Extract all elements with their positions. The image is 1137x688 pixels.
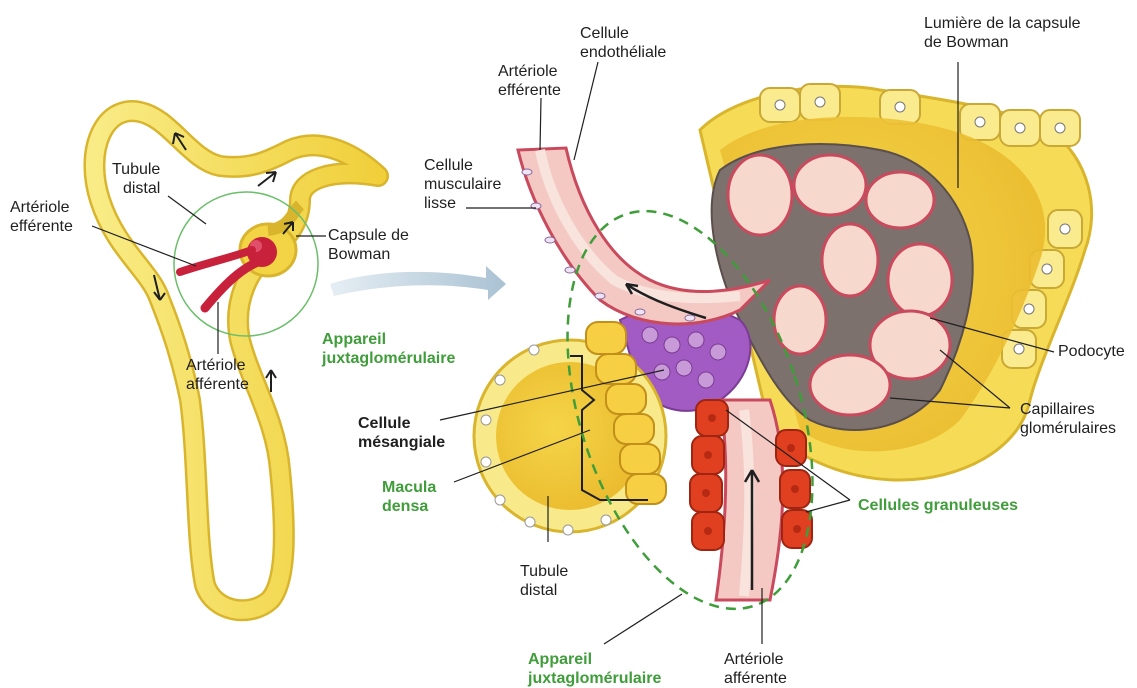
leader-line xyxy=(540,98,541,150)
label-tubule-distal-right: Tubule distal xyxy=(520,562,568,600)
zoom-arrow xyxy=(330,266,506,300)
label-cellule-endotheliale: Cellule endothéliale xyxy=(580,24,666,62)
label-capsule-bowman-left: Capsule de Bowman xyxy=(328,226,409,264)
label-cellule-mesangiale: Cellule mésangiale xyxy=(358,414,445,452)
leader-line xyxy=(168,196,206,224)
label-macula-densa: Macula densa xyxy=(382,478,436,516)
leader-line xyxy=(574,62,598,160)
label-cellule-musculaire-lisse: Cellule musculaire lisse xyxy=(424,156,501,213)
label-arteriole-afferente-right: Artériole afférente xyxy=(724,650,787,688)
label-arteriole-afferente-left: Artériole afférente xyxy=(186,356,249,394)
label-arteriole-efferente-left: Artériole efférente xyxy=(10,198,73,236)
label-tubule-distal-left: Tubule distal xyxy=(112,160,160,198)
label-arteriole-efferente-right: Artériole efférente xyxy=(498,62,561,100)
label-podocyte: Podocyte xyxy=(1058,342,1125,361)
juxtaglomerular-detail xyxy=(440,62,1092,644)
label-lumiere-capsule-bowman: Lumière de la capsule de Bowman xyxy=(924,14,1081,52)
label-capillaires-glomerulaires: Capillaires glomérulaires xyxy=(1020,400,1116,438)
leader-line xyxy=(604,594,682,644)
label-cellules-granuleuses: Cellules granuleuses xyxy=(858,496,1018,515)
label-appareil-juxtaglomerulaire-bottom: Appareil juxtaglomérulaire xyxy=(528,650,661,688)
label-appareil-juxtaglomerulaire-left: Appareil juxtaglomérulaire xyxy=(322,330,455,368)
